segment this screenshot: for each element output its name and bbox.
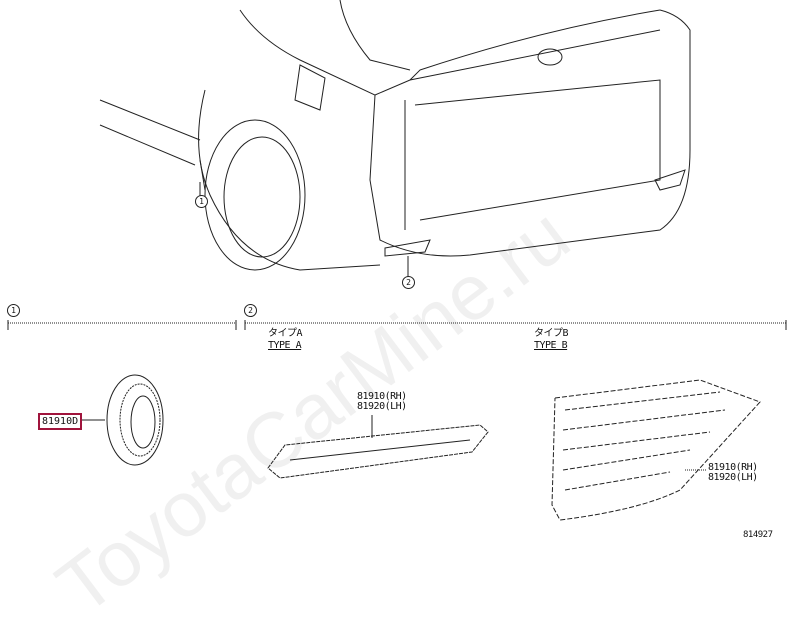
vehicle-diagram bbox=[7, 0, 787, 521]
vehicle-rear-drawing bbox=[99, 0, 691, 278]
diagram-code: 814927 bbox=[743, 530, 773, 540]
type-a-part-rh[interactable]: 81910(RH) bbox=[357, 391, 407, 402]
section-2-number: 2 bbox=[244, 304, 257, 317]
callout-2: 2 bbox=[402, 276, 415, 289]
type-b-part-rh[interactable]: 81910(RH) bbox=[708, 462, 758, 473]
type-a-label: TYPE A bbox=[268, 340, 302, 351]
grommet-part-drawing bbox=[82, 374, 164, 466]
part-number-81910d[interactable]: 81910D bbox=[38, 413, 83, 430]
type-b-label-jp: タイプB bbox=[534, 328, 569, 339]
reflector-type-a-drawing bbox=[267, 415, 489, 479]
section-1-number: 1 bbox=[7, 304, 20, 317]
reflector-type-b-drawing bbox=[551, 379, 761, 521]
type-a-label-jp: タイプA bbox=[268, 328, 303, 339]
type-b-label: TYPE B bbox=[534, 340, 568, 351]
type-b-part-lh[interactable]: 81920(LH) bbox=[708, 472, 758, 483]
type-a-part-lh[interactable]: 81920(LH) bbox=[357, 401, 407, 412]
callout-1: 1 bbox=[195, 195, 208, 208]
